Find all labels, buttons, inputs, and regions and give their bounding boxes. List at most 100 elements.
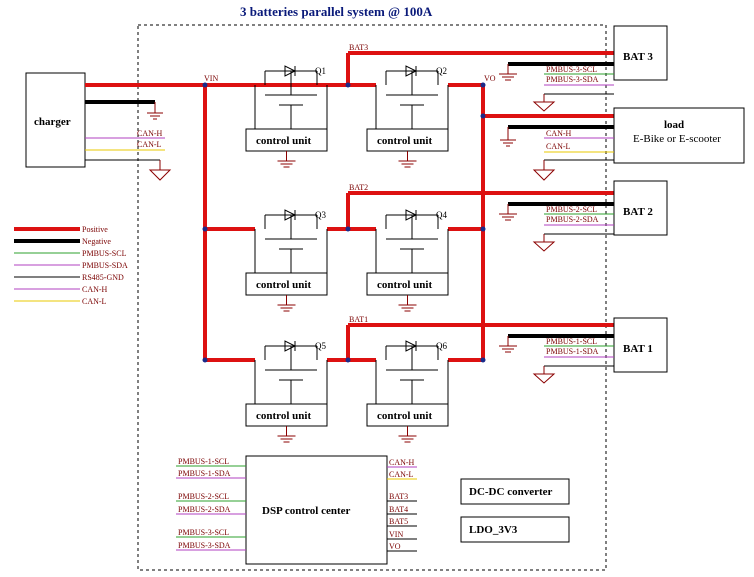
- dsp-right-pin-label: BAT5: [389, 517, 408, 526]
- mid-junction-dot: [345, 82, 351, 88]
- dsp-left-pin-label: PMBUS-2-SDA: [178, 505, 231, 514]
- dsp-box: [245, 455, 388, 565]
- vo-junction-dot-load: [480, 113, 486, 119]
- charger-ground-icon: [147, 102, 163, 120]
- legend-label: PMBUS-SCL: [82, 249, 127, 258]
- load-canh-label: CAN-H: [546, 129, 572, 138]
- mosfet-switch-icon: Q4: [375, 209, 449, 273]
- switch-label: Q4: [436, 210, 447, 220]
- mosfet-switch-icon: Q1: [254, 65, 328, 129]
- mosfet-switch-icon: Q5: [254, 340, 328, 404]
- load-rs485-ground-icon: [532, 160, 556, 181]
- ground-icon: [398, 295, 417, 312]
- battery-ground-icon: [499, 336, 517, 353]
- load-ground-icon: [500, 127, 516, 147]
- battery-box: [613, 180, 668, 236]
- battery-rs485-ground-icon: [532, 94, 556, 112]
- control-unit-label: control unit: [256, 279, 311, 291]
- mid-junction-dot: [345, 357, 351, 363]
- battery-sda-label: PMBUS-2-SDA: [546, 215, 599, 224]
- dsp-right-pin-label: VIN: [389, 530, 403, 539]
- dsp-left-pins: PMBUS-1-SCLPMBUS-1-SDAPMBUS-2-SCLPMBUS-2…: [176, 457, 246, 551]
- ground-icon: [277, 151, 296, 168]
- load-canl-label: CAN-L: [546, 142, 571, 151]
- control-unit-label: control unit: [377, 410, 432, 422]
- control-unit-label: control unit: [256, 135, 311, 147]
- battery-net-label: BAT1: [349, 315, 368, 324]
- battery-net-label: BAT3: [349, 43, 368, 52]
- switch-label: Q1: [315, 66, 326, 76]
- vo-junction-dot: [480, 357, 486, 363]
- battery-label: BAT 3: [623, 51, 653, 63]
- load-box: [613, 107, 745, 164]
- legend-label: CAN-H: [82, 285, 108, 294]
- switch-label: Q5: [315, 341, 326, 351]
- charger-canl-label: CAN-L: [137, 140, 162, 149]
- control-unit-label: control unit: [256, 410, 311, 422]
- dsp-label: DSP control center: [262, 505, 351, 517]
- ldo-box: [460, 516, 570, 543]
- vo-junction-dot: [480, 226, 486, 232]
- battery-sda-label: PMBUS-3-SDA: [546, 75, 599, 84]
- legend-label: RS485-GND: [82, 273, 124, 282]
- charger-rs485-ground-icon: [148, 160, 172, 181]
- vin-junction-dot: [202, 357, 208, 363]
- battery-label: BAT 1: [623, 343, 653, 355]
- battery-box: [613, 317, 668, 373]
- battery-ground-icon: [499, 64, 517, 81]
- vo-junction-dot: [480, 82, 486, 88]
- mosfet-switch-icon: Q2: [375, 65, 449, 129]
- switch-label: Q2: [436, 66, 447, 76]
- dsp-right-pin-label: CAN-L: [389, 470, 414, 479]
- dsp-right-pin-label: BAT3: [389, 492, 408, 501]
- load-label: load: [664, 119, 684, 131]
- control-unit-label: control unit: [377, 279, 432, 291]
- vin-net-label: VIN: [204, 74, 218, 83]
- dcdc-box: [460, 478, 570, 505]
- ldo-label: LDO_3V3: [469, 524, 518, 536]
- ground-icon: [277, 426, 296, 443]
- dsp-left-pin-label: PMBUS-1-SDA: [178, 469, 231, 478]
- switch-label: Q3: [315, 210, 326, 220]
- mosfet-switch-icon: Q3: [254, 209, 328, 273]
- dsp-left-pin-label: PMBUS-3-SDA: [178, 541, 231, 550]
- battery-rs485-ground-icon: [532, 234, 556, 252]
- charger-label: charger: [34, 116, 71, 128]
- mosfet-switch-icon: Q6: [375, 340, 449, 404]
- wire-legend: PositiveNegativePMBUS-SCLPMBUS-SDARS485-…: [14, 225, 128, 306]
- control-unit-label: control unit: [377, 135, 432, 147]
- load-sublabel: E-Bike or E-scooter: [633, 133, 721, 145]
- dsp-right-pin-label: BAT4: [389, 505, 408, 514]
- dsp-left-pin-label: PMBUS-2-SCL: [178, 492, 229, 501]
- legend-label: CAN-L: [82, 297, 107, 306]
- legend-label: PMBUS-SDA: [82, 261, 128, 270]
- charger-box: [25, 72, 86, 168]
- charger-canh-label: CAN-H: [137, 129, 163, 138]
- ground-icon: [277, 295, 296, 312]
- battery-label: BAT 2: [623, 206, 653, 218]
- battery-scl-label: PMBUS-2-SCL: [546, 205, 597, 214]
- switch-label: Q6: [436, 341, 447, 351]
- dsp-left-pin-label: PMBUS-3-SCL: [178, 528, 229, 537]
- ground-icon: [398, 151, 417, 168]
- battery-box: [613, 25, 668, 81]
- battery-net-label: BAT2: [349, 183, 368, 192]
- mid-junction-dot: [345, 226, 351, 232]
- vin-junction-dot: [202, 226, 208, 232]
- dsp-right-pin-label: VO: [389, 542, 401, 551]
- battery-sda-label: PMBUS-1-SDA: [546, 347, 599, 356]
- diagram-title: 3 batteries parallel system @ 100A: [240, 4, 433, 19]
- legend-label: Positive: [82, 225, 108, 234]
- system-boundary: [137, 24, 607, 571]
- battery-scl-label: PMBUS-3-SCL: [546, 65, 597, 74]
- dcdc-label: DC-DC converter: [469, 486, 552, 498]
- battery-scl-label: PMBUS-1-SCL: [546, 337, 597, 346]
